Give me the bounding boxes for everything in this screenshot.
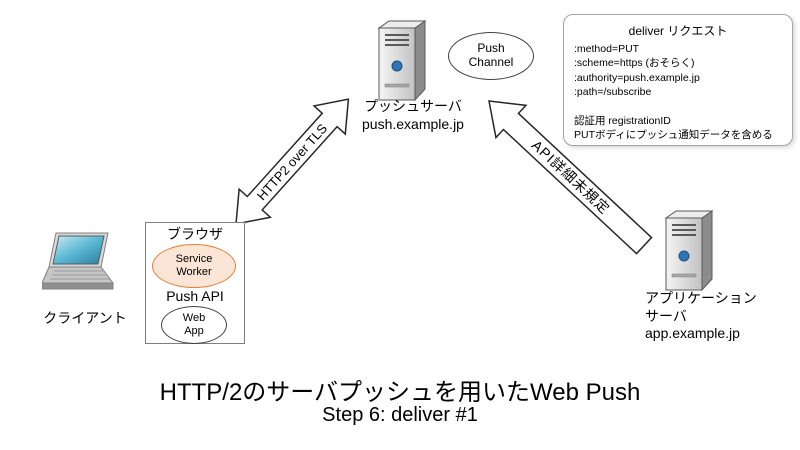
service-worker-label: Service Worker <box>175 253 213 278</box>
browser-label: ブラウザ <box>167 226 223 242</box>
app-server-name: アプリケーションサーバ <box>645 290 757 324</box>
deliver-request-callout: deliver リクエスト :method=PUT :scheme=https … <box>563 14 793 146</box>
callout-title: deliver リクエスト <box>628 24 728 38</box>
push-channel-ellipse: Push Channel <box>448 32 534 80</box>
push-server-name: プッシュサーバ <box>364 98 462 114</box>
callout-line: :method=PUT <box>574 43 640 55</box>
callout-line: 認証用 registrationID <box>574 114 671 127</box>
slide-title: HTTP/2のサーバプッシュを用いたWeb Push <box>159 379 641 406</box>
push-api-label: Push API <box>166 288 224 304</box>
client-label: クライアント <box>43 310 127 326</box>
push-channel-label: Push Channel <box>468 41 514 69</box>
push-server-label: プッシュサーバ push.example.jp <box>340 98 486 133</box>
callout-line: :scheme=https (おそらく) <box>574 57 695 70</box>
web-app-ellipse: Web App <box>161 306 227 344</box>
arrow-http2 <box>235 98 350 225</box>
app-server-host: app.example.jp <box>645 325 740 341</box>
push-server-icon <box>377 20 427 102</box>
callout-line: PUTボディにプッシュ通知データを含める <box>574 129 773 142</box>
slide-subtitle: Step 6: deliver #1 <box>322 404 478 426</box>
client-laptop-icon <box>42 232 114 290</box>
web-app-label: Web App <box>182 312 206 337</box>
arrow-api <box>488 100 653 255</box>
service-worker-ellipse: Service Worker <box>152 244 236 288</box>
app-server-icon <box>664 210 714 292</box>
callout-line <box>574 100 782 114</box>
callout-line: :path=/subscribe <box>574 86 652 99</box>
callout-line: :authority=push.example.jp <box>574 71 700 84</box>
push-server-host: push.example.jp <box>362 115 464 132</box>
app-server-label: アプリケーションサーバ app.example.jp <box>645 290 763 343</box>
